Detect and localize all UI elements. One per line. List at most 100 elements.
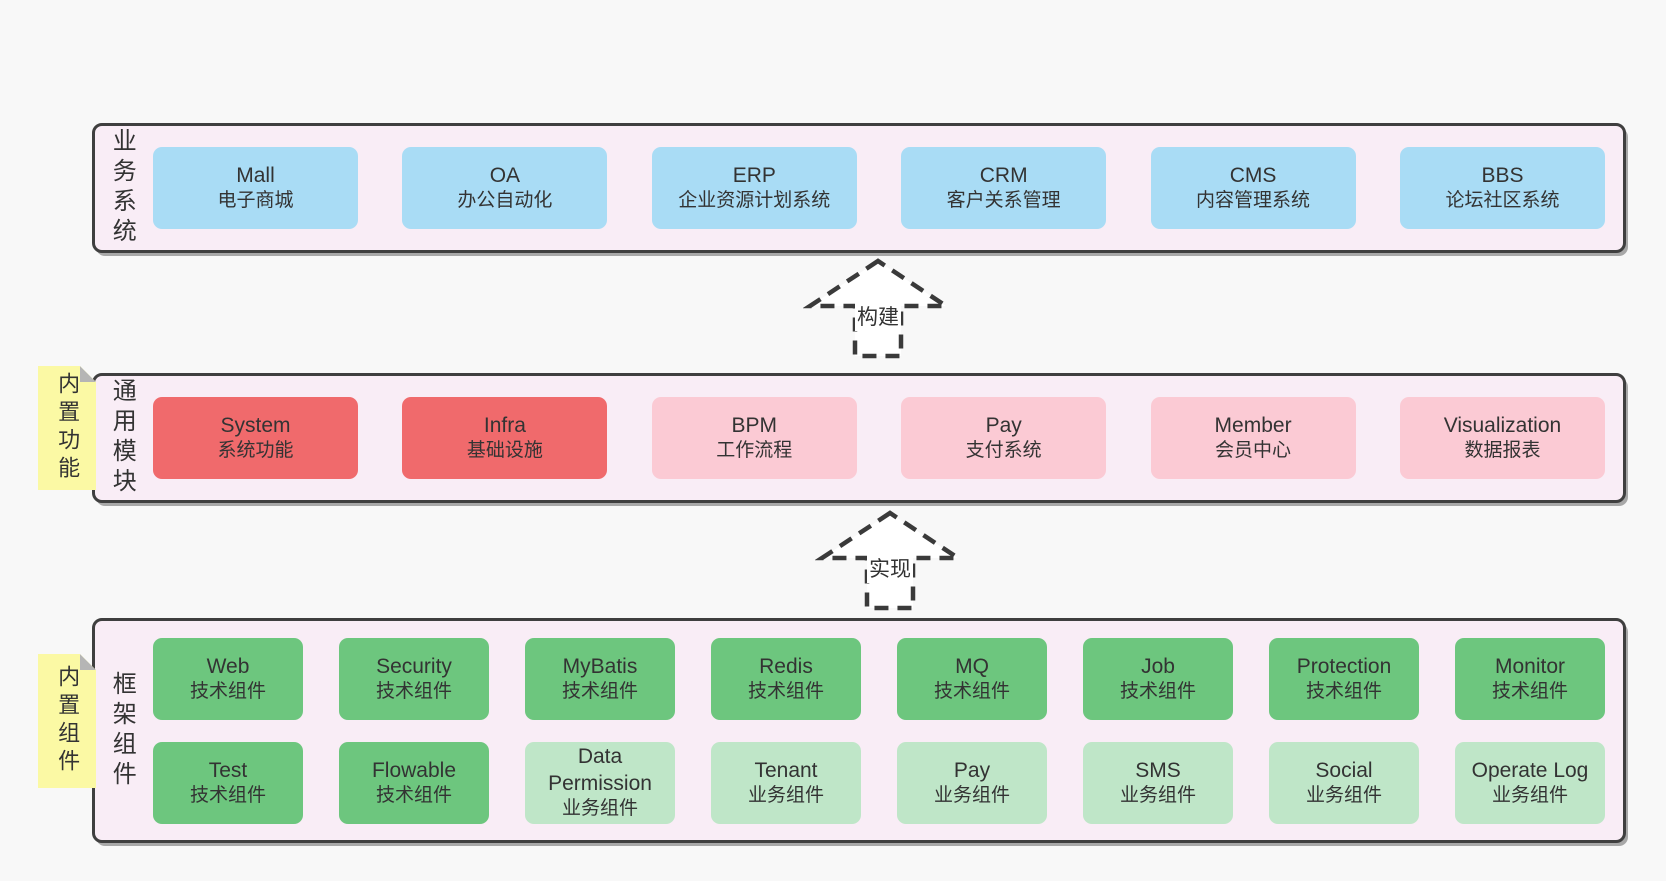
box-subtitle: 业务组件	[933, 784, 1010, 806]
box-subtitle: 客户关系管理	[946, 190, 1061, 212]
arrow-implement: 实现	[814, 508, 966, 614]
box-title: MQ	[955, 654, 989, 678]
arrow-build: 构建	[802, 256, 954, 362]
box-title: Mall	[236, 164, 275, 187]
box-subtitle: 技术组件	[1305, 680, 1382, 702]
folded-corner-icon	[80, 366, 96, 382]
box-title: Data Permission	[548, 745, 652, 795]
box-title: SMS	[1135, 758, 1181, 782]
box-pay: Pay 支付系统	[901, 397, 1107, 479]
sticky-note-text: 内置组件	[55, 665, 81, 777]
section-label: 通用模块	[95, 376, 147, 500]
box-subtitle: 基础设施	[466, 440, 543, 462]
box-bpm: BPM 工作流程	[651, 397, 857, 479]
box-title: Monitor	[1494, 654, 1566, 678]
box-subtitle: 支付系统	[965, 440, 1042, 462]
box-infra: Infra 基础设施	[402, 397, 608, 479]
box-subtitle: 电子商城	[217, 190, 294, 212]
box-title: CRM	[979, 164, 1028, 187]
box-subtitle: 技术组件	[189, 680, 266, 702]
section-label-text: 业务系统	[108, 128, 136, 248]
box-subtitle: 业务组件	[561, 797, 638, 819]
box-mall: Mall 电子商城	[153, 147, 358, 229]
box-subtitle: 技术组件	[933, 680, 1010, 702]
box-subtitle: 论坛社区系统	[1445, 190, 1560, 212]
box-subtitle: 系统功能	[217, 440, 294, 462]
box-title: Job	[1141, 654, 1175, 678]
arrow-label-bg	[867, 555, 913, 583]
section-label-text: 框架组件	[108, 670, 136, 791]
box-title: Flowable	[371, 758, 457, 782]
sticky-note-built-in-components: 内置组件	[38, 654, 96, 788]
box-subtitle: 业务组件	[747, 784, 824, 806]
box-crm: CRM 客户关系管理	[901, 147, 1107, 229]
box-subtitle: 技术组件	[375, 784, 452, 806]
box-erp: ERP 企业资源计划系统	[651, 147, 857, 229]
box-subtitle: 业务组件	[1305, 784, 1382, 806]
arrow-label: 实现	[869, 558, 911, 581]
box-title: Member	[1214, 414, 1292, 437]
box-title: MyBatis	[562, 654, 638, 678]
arrow-label: 构建	[857, 306, 899, 329]
box-title: System	[220, 414, 291, 437]
box-bbs: BBS 论坛社区系统	[1399, 147, 1605, 229]
box-title: Infra	[483, 414, 526, 437]
box-title: ERP	[732, 164, 776, 187]
box-subtitle: 办公自动化	[457, 190, 553, 212]
section-label: 框架组件	[95, 621, 147, 840]
box-subtitle: 工作流程	[716, 440, 793, 462]
section-label: 业务系统	[95, 126, 147, 250]
box-title: Visualization	[1443, 414, 1562, 437]
box-subtitle: 数据报表	[1464, 440, 1541, 462]
box-subtitle: 技术组件	[189, 784, 266, 806]
dashed-up-arrow: 实现	[814, 510, 966, 611]
box-subtitle: 企业资源计划系统	[678, 190, 831, 212]
box-title: BPM	[731, 414, 778, 437]
box-subtitle: 技术组件	[1119, 680, 1196, 702]
box-visualization: Visualization 数据报表	[1399, 397, 1605, 479]
box-title: Protection	[1296, 654, 1392, 678]
box-subtitle: 技术组件	[375, 680, 452, 702]
box-title: Security	[376, 654, 452, 678]
box-title: Redis	[759, 654, 813, 678]
arrow-label-bg	[855, 303, 901, 331]
box-title: Web	[206, 654, 250, 678]
section-common-modules: 通用模块 System 系统功能 Infra 基础设施 BPM 工作流程 Pay 支付系统 Me…	[92, 373, 1626, 503]
box-subtitle: 技术组件	[561, 680, 638, 702]
sticky-note-text: 内置功能	[55, 372, 81, 484]
box-title: BBS	[1481, 164, 1524, 187]
dashed-up-arrow: 构建	[802, 258, 954, 359]
section-label-text: 通用模块	[108, 378, 136, 498]
sticky-note-built-in-features: 内置功能	[38, 366, 96, 490]
box-title: Test	[208, 758, 248, 782]
box-subtitle: 技术组件	[1491, 680, 1568, 702]
box-title: Pay	[985, 414, 1022, 437]
box-title: Tenant	[754, 758, 818, 782]
box-title: Operate Log	[1471, 758, 1589, 782]
